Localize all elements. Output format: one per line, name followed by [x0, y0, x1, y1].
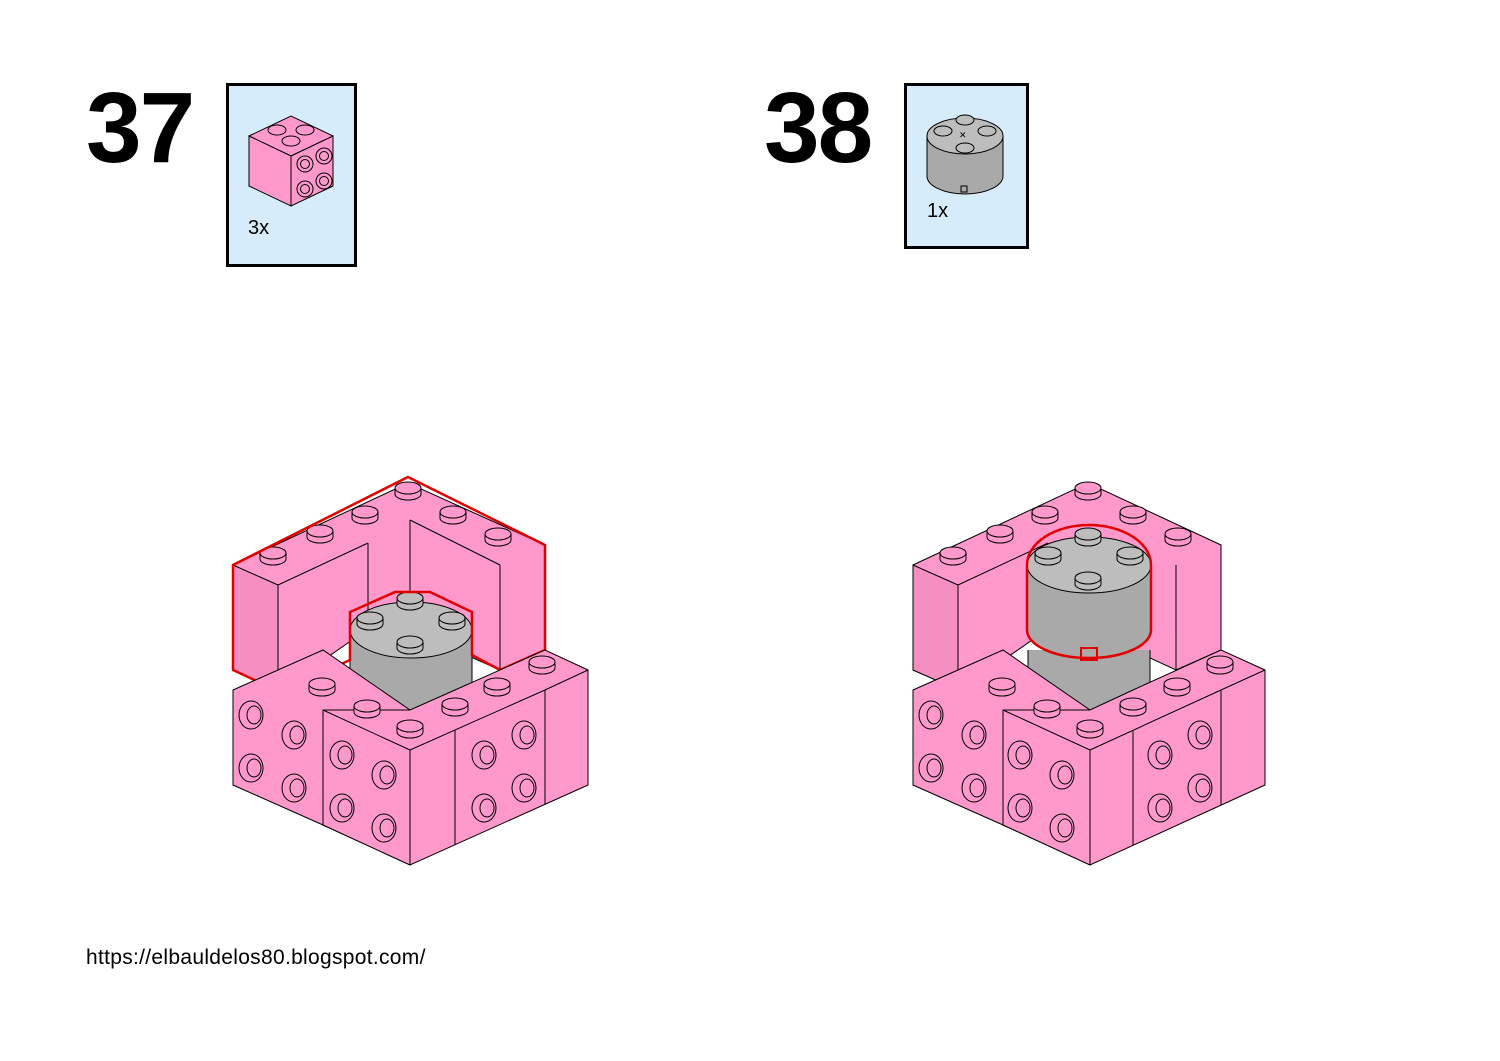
- pink-brick-part-icon: [247, 115, 335, 207]
- step-37-quantity: 3x: [248, 217, 270, 239]
- gray-round-brick-part-icon: ✕: [926, 114, 1004, 195]
- step-38-quantity: 1x: [927, 200, 949, 222]
- svg-text:✕: ✕: [959, 131, 967, 141]
- footer-url[interactable]: https://elbauldelos80.blogspot.com/: [86, 946, 426, 969]
- step-38-number: 38: [764, 72, 873, 184]
- step-37-model: [231, 475, 589, 866]
- step-37-parts-callout: 3x: [226, 83, 357, 267]
- step-38-model: [912, 481, 1266, 866]
- step-37-number: 37: [86, 72, 195, 184]
- step-38-parts-callout: ✕ 1x: [904, 83, 1029, 249]
